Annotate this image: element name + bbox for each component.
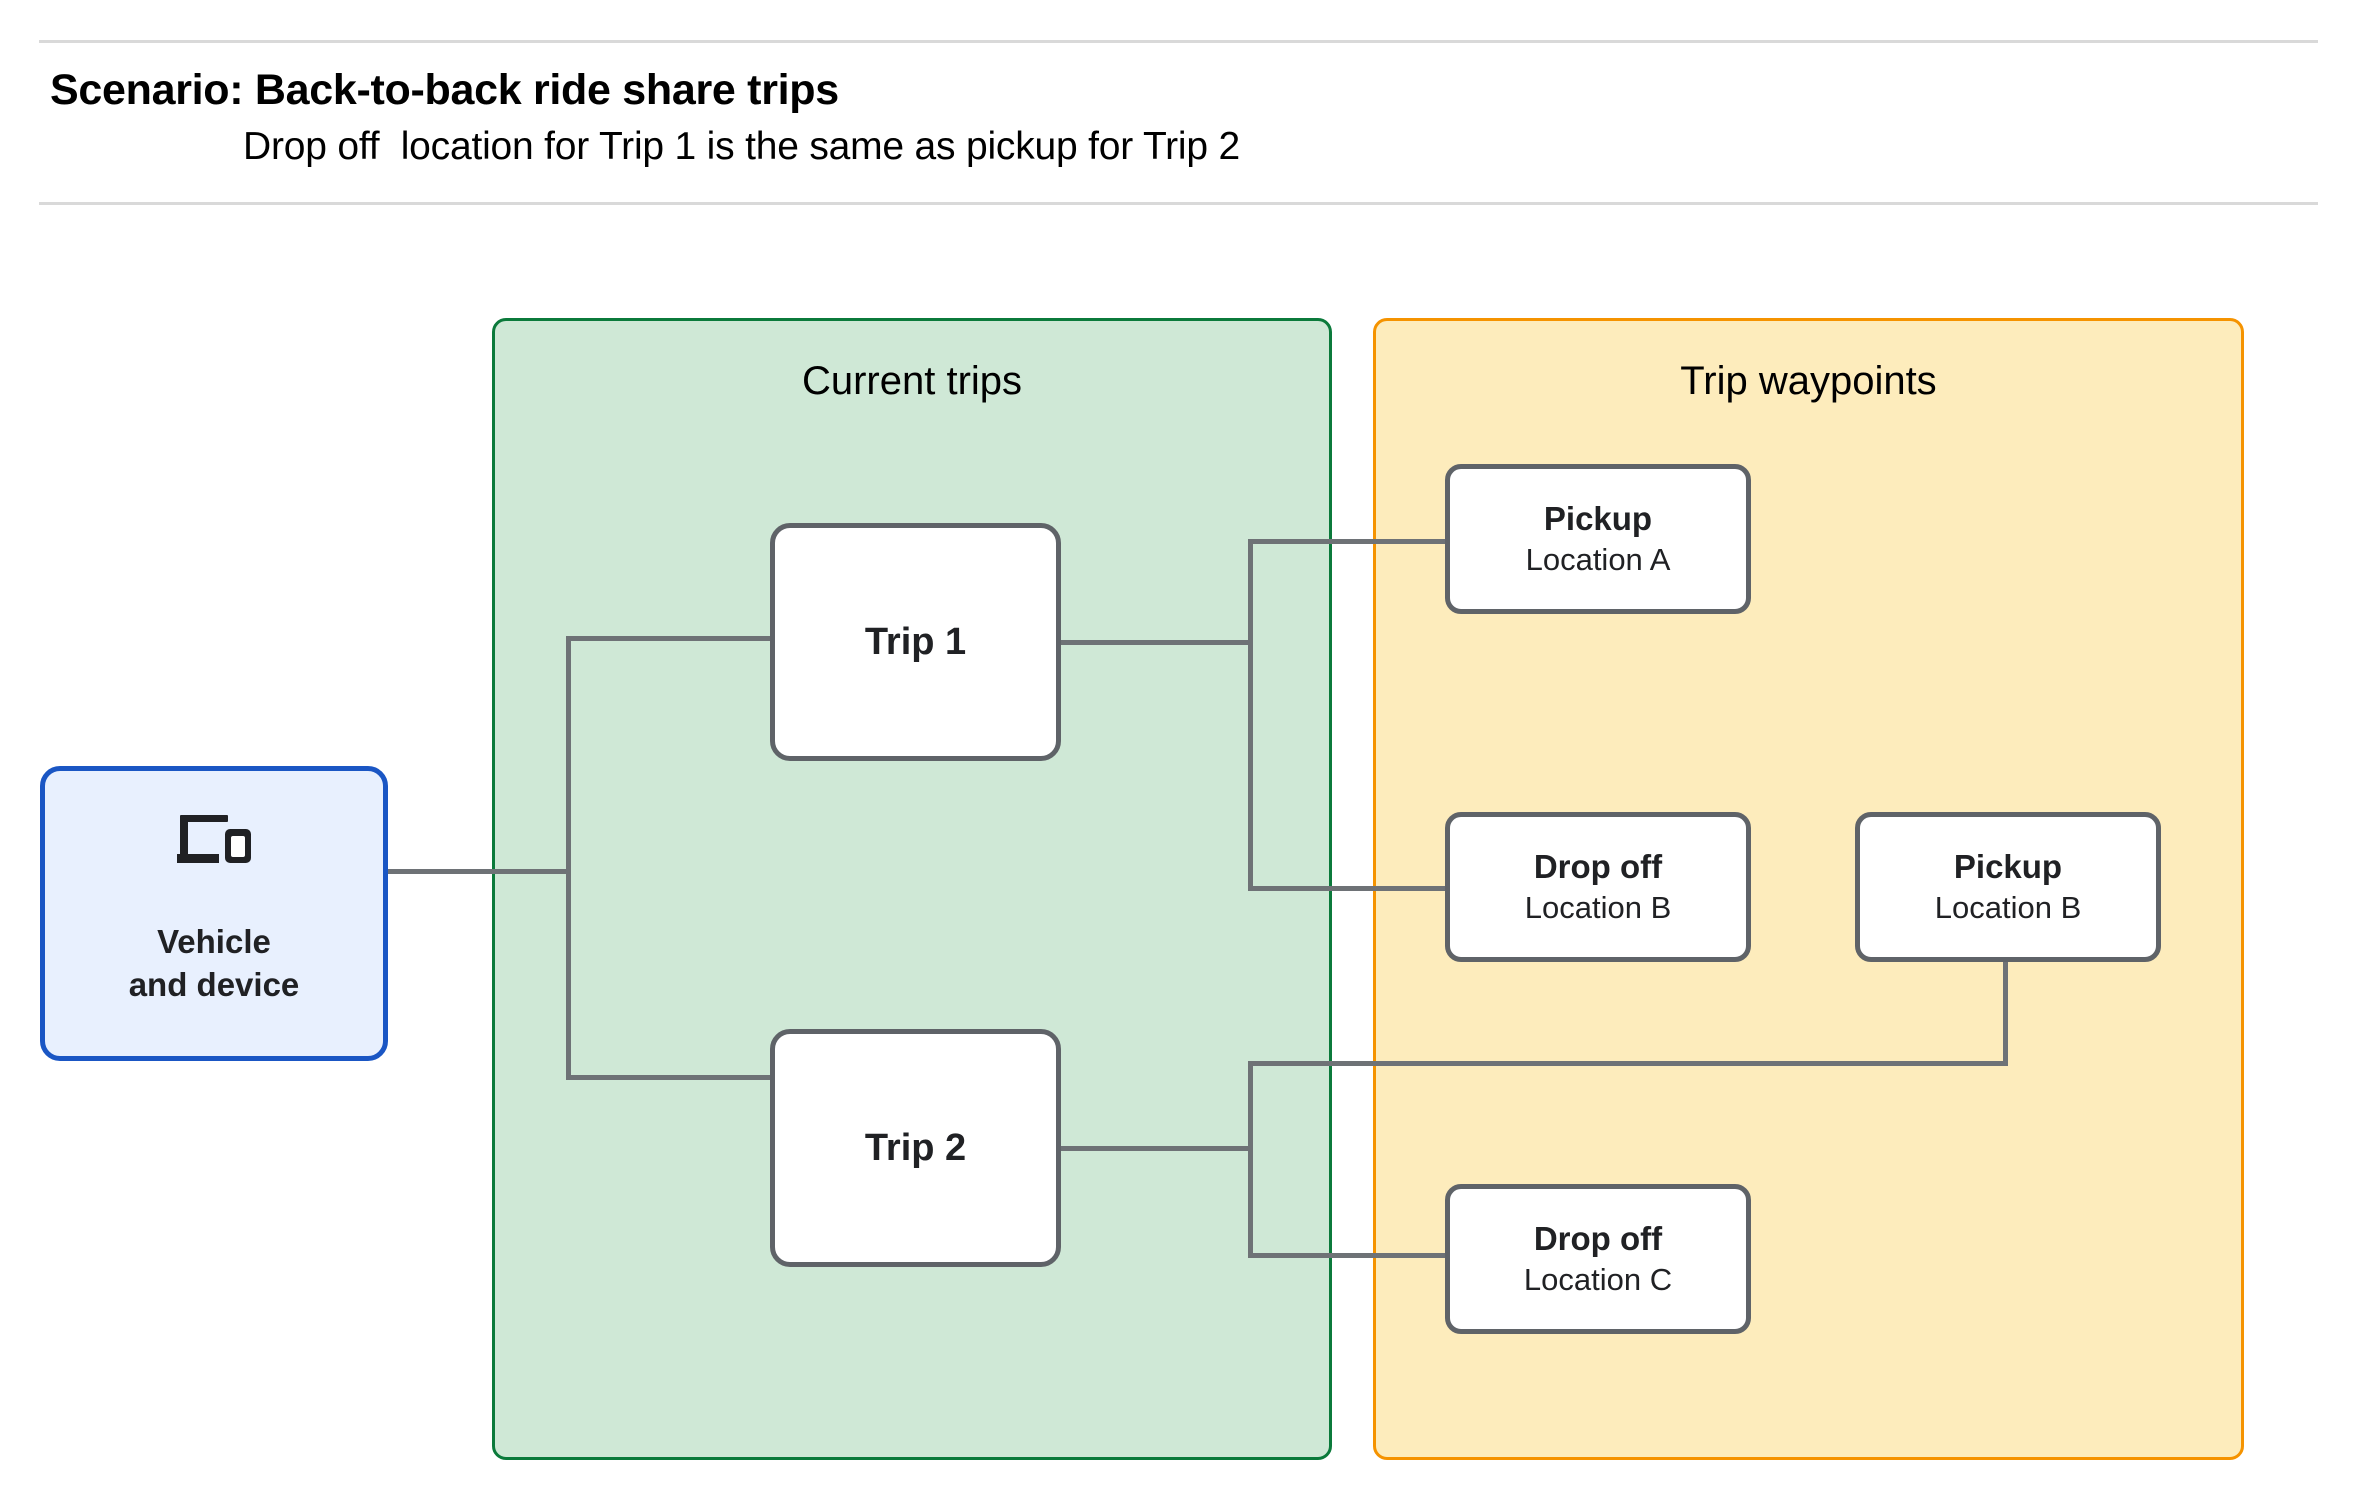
waypoint-card-pickup-a[interactable]: Pickup Location A [1445, 464, 1751, 614]
trip-card-1[interactable]: Trip 1 [770, 523, 1061, 761]
vehicle-and-device-card[interactable]: Vehicle and device [40, 766, 388, 1061]
devices-icon [177, 815, 251, 864]
trip-card-2-label: Trip 2 [864, 1126, 967, 1169]
trip-card-2[interactable]: Trip 2 [770, 1029, 1061, 1267]
connector-trunk-to-trip1 [566, 636, 774, 641]
waypoint-dropoff-b-kind: Drop off [1533, 847, 1663, 885]
waypoint-pickup-a-kind: Pickup [1543, 499, 1653, 537]
connector-trip1-to-pickup-a [1248, 539, 1449, 544]
waypoint-card-dropoff-b[interactable]: Drop off Location B [1445, 812, 1751, 962]
connector-pickup-b-drop [2003, 960, 2008, 1066]
connector-trip2-to-pickup-b [1248, 1061, 2008, 1066]
page-title: Scenario: Back-to-back ride share trips [50, 66, 839, 114]
connector-trip2-vertical [1248, 1061, 1253, 1257]
connector-trip1-stub [1057, 640, 1253, 645]
group-current-trips: Current trips [492, 318, 1332, 1460]
waypoint-pickup-b-kind: Pickup [1953, 847, 2063, 885]
waypoint-dropoff-c-kind: Drop off [1533, 1219, 1663, 1257]
waypoint-pickup-b-location: Location B [1934, 889, 2082, 925]
vehicle-and-device-label: Vehicle and device [128, 923, 300, 1003]
waypoint-pickup-a-location: Location A [1525, 541, 1671, 577]
connector-trip2-to-dropoff-c [1248, 1253, 1449, 1258]
group-current-trips-title: Current trips [801, 359, 1023, 403]
connector-trunk-to-trip2 [566, 1075, 774, 1080]
header-divider-bottom [39, 202, 2318, 205]
connector-vehicle-to-trunk [386, 869, 570, 874]
connector-trunk-vertical [566, 636, 571, 1080]
group-trip-waypoints-title: Trip waypoints [1680, 359, 1937, 403]
page-subtitle: Drop off location for Trip 1 is the same… [243, 125, 1241, 168]
connector-trip1-to-dropoff-b [1248, 886, 1449, 891]
header-divider-top [39, 40, 2318, 43]
waypoint-card-pickup-b[interactable]: Pickup Location B [1855, 812, 2161, 962]
waypoint-card-dropoff-c[interactable]: Drop off Location C [1445, 1184, 1751, 1334]
connector-trip1-vertical [1248, 539, 1253, 890]
waypoint-dropoff-c-location: Location C [1523, 1261, 1673, 1297]
connector-trip2-stub [1057, 1146, 1253, 1151]
trip-card-1-label: Trip 1 [864, 620, 967, 663]
waypoint-dropoff-b-location: Location B [1524, 889, 1672, 925]
